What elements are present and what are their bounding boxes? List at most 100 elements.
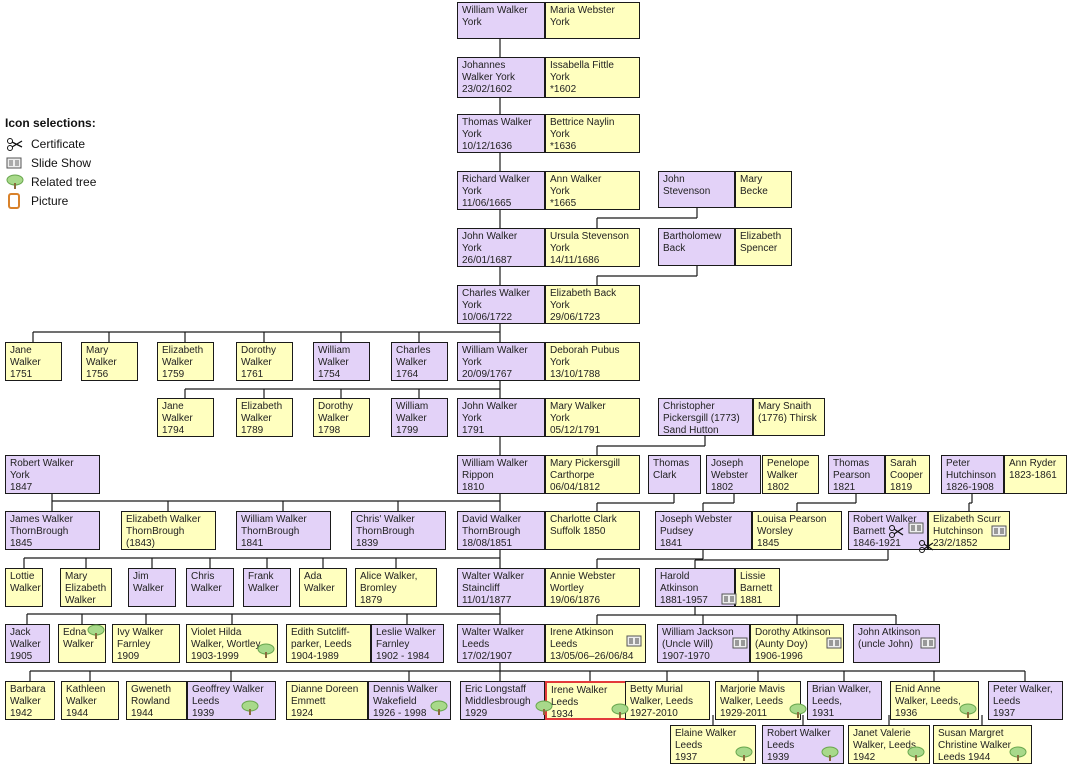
person-box-p63[interactable]: Lissie Barnett 1881 [735,568,780,607]
person-box-p75[interactable]: Barbara Walker 1942 [5,681,55,720]
person-box-p36[interactable]: Thomas Clark [648,455,701,494]
person-box-p76[interactable]: Kathleen Walker 1944 [61,681,119,720]
person-box-p88[interactable]: Elaine Walker Leeds 1937 [670,725,756,764]
person-box-p20[interactable]: Dorothy Walker 1761 [236,342,293,381]
person-box-p46[interactable]: Chris' Walker ThornBrough 1839 [351,511,446,550]
person-box-p19[interactable]: Elizabeth Walker 1759 [157,342,214,381]
person-box-p4[interactable]: Issabella Fittle York *1602 [545,57,640,98]
person-box-p60[interactable]: Walter Walker Staincliff 11/01/1877 [457,568,545,607]
person-box-p79[interactable]: Dianne Doreen Emmett 1924 [286,681,368,720]
person-box-p16[interactable]: Elizabeth Back York 29/06/1723 [545,285,640,324]
person-box-p85[interactable]: Brian Walker, Leeds, 1931 [807,681,882,720]
person-box-p70[interactable]: Walter Walker Leeds 17/02/1907 [457,624,545,663]
person-box-p23[interactable]: William Walker York 20/09/1767 [457,342,545,381]
person-box-p69[interactable]: Leslie Walker Farnley 1902 - 1984 [371,624,444,663]
person-box-p22[interactable]: Charles Walker 1764 [391,342,448,381]
person-box-p28[interactable]: William Walker 1799 [391,398,448,437]
person-box-p24[interactable]: Deborah Pubus York 13/10/1788 [545,342,640,381]
person-box-p11[interactable]: John Walker York 26/01/1687 [457,228,545,267]
person-box-p49[interactable]: Joseph Webster Pudsey 1841 [655,511,752,550]
person-box-p61[interactable]: Annie Webster Wortley 19/06/1876 [545,568,640,607]
person-box-p27[interactable]: Dorothy Walker 1798 [313,398,370,437]
person-box-p51[interactable]: Robert Walker Barnett 1846-1921 [848,511,928,550]
person-box-p56[interactable]: Chris Walker [186,568,234,607]
person-box-p33[interactable]: Robert Walker York 1847 [5,455,100,494]
legend-label: Related tree [31,174,97,189]
person-box-p9[interactable]: John Stevenson [658,171,735,208]
person-box-p52[interactable]: Elizabeth Scurr Hutchinson 23/2/1852 [928,511,1010,550]
person-box-p84[interactable]: Marjorie Mavis Walker, Leeds 1929-2011 [715,681,801,720]
person-box-p30[interactable]: Mary Walker York 05/12/1791 [545,398,640,437]
person-box-p59[interactable]: Alice Walker, Bromley 1879 [355,568,437,607]
person-box-p31[interactable]: Christopher Pickersgill (1773) Sand Hutt… [658,398,753,436]
person-box-p91[interactable]: Susan Margret Christine Walker Leeds 194… [933,725,1032,764]
person-box-p57[interactable]: Frank Walker [243,568,291,607]
person-box-p64[interactable]: Jack Walker 1905 [5,624,50,663]
legend-title: Icon selections: [5,116,96,130]
legend-label: Certificate [31,136,86,151]
person-box-p48[interactable]: Charlotte Clark Suffolk 1850 [545,511,640,550]
person-box-p71[interactable]: Irene Atkinson Leeds 13/05/06–26/06/84 [545,624,646,663]
person-box-p25[interactable]: Jane Walker 1794 [157,398,214,437]
person-box-p58[interactable]: Ada Walker [299,568,347,607]
person-box-p21[interactable]: William Walker 1754 [313,342,370,381]
person-box-p17[interactable]: Jane Walker 1751 [5,342,62,381]
person-box-p80[interactable]: Dennis Walker Wakefield 1926 - 1998 [368,681,451,720]
person-box-p2[interactable]: Maria Webster York [545,2,640,39]
person-box-p7[interactable]: Richard Walker York 11/06/1665 [457,171,545,210]
person-box-p14[interactable]: Elizabeth Spencer [735,228,792,266]
person-box-p54[interactable]: Mary Elizabeth Walker [60,568,112,607]
person-box-p82[interactable]: Irene Walker Leeds 1934 [545,681,637,720]
person-box-p73[interactable]: Dorothy Atkinson (Aunty Doy) 1906-1996 [750,624,844,663]
person-box-p66[interactable]: Ivy Walker Farnley 1909 [112,624,180,663]
person-box-p81[interactable]: Eric Longstaff Middlesbrough 1929 [460,681,545,720]
person-box-p83[interactable]: Betty Murial Walker, Leeds 1927-2010 [625,681,710,720]
legend-item-picture: Picture [5,191,96,210]
person-box-p13[interactable]: Bartholomew Back [658,228,735,266]
person-box-p1[interactable]: William Walker York [457,2,545,39]
person-box-p45[interactable]: William Walker ThornBrough 1841 [236,511,331,550]
person-box-p15[interactable]: Charles Walker York 10/06/1722 [457,285,545,324]
person-box-p89[interactable]: Robert Walker Leeds 1939 [762,725,844,764]
person-box-p42[interactable]: Ann Ryder 1823-1861 [1004,455,1067,494]
person-box-p10[interactable]: Mary Becke [735,171,792,208]
person-box-p34[interactable]: William Walker Rippon 1810 [457,455,545,494]
person-box-p40[interactable]: Sarah Cooper 1819 [885,455,930,494]
person-box-p37[interactable]: Joseph Webster 1802 [706,455,761,494]
person-box-p26[interactable]: Elizabeth Walker 1789 [236,398,293,437]
person-box-p18[interactable]: Mary Walker 1756 [81,342,138,381]
person-box-p62[interactable]: Harold Atkinson 1881-1957 [655,568,735,607]
person-box-p90[interactable]: Janet Valerie Walker, Leeds 1942 [848,725,930,764]
person-box-p77[interactable]: Gweneth Rowland 1944 [126,681,187,720]
person-box-p72[interactable]: William Jackson (Uncle Will) 1907-1970 [657,624,750,663]
person-box-p78[interactable]: Geoffrey Walker Leeds 1939 [187,681,276,720]
person-box-p6[interactable]: Bettrice Naylin York *1636 [545,114,640,153]
person-box-p32[interactable]: Mary Snaith (1776) Thirsk [753,398,825,436]
related-tree-icon [6,174,24,189]
person-box-p5[interactable]: Thomas Walker York 10/12/1636 [457,114,545,153]
person-box-p47[interactable]: David Walker ThornBrough 18/08/1851 [457,511,545,550]
person-box-p39[interactable]: Thomas Pearson 1821 [828,455,885,494]
person-box-p3[interactable]: Johannes Walker York 23/02/1602 [457,57,545,98]
person-box-p8[interactable]: Ann Walker York *1665 [545,171,640,210]
person-box-p38[interactable]: Penelope Walker 1802 [762,455,819,494]
person-box-p12[interactable]: Ursula Stevenson York 14/11/1686 [545,228,640,267]
person-box-p53[interactable]: Lottie Walker [5,568,43,607]
person-box-p87[interactable]: Peter Walker, Leeds 1937 [988,681,1063,720]
person-box-p67[interactable]: Violet Hilda Walker, Wortley 1903-1999 [186,624,278,663]
legend-item-related-tree: Related tree [5,172,96,191]
person-box-p68[interactable]: Edith Sutcliff- parker, Leeds 1904-1989 [286,624,371,663]
person-box-p41[interactable]: Peter Hutchinson 1826-1908 [941,455,1004,494]
person-box-p44[interactable]: Elizabeth Walker ThornBrough (1843) [121,511,216,550]
person-box-p43[interactable]: James Walker ThornBrough 1845 [5,511,100,550]
legend-item-certificate: Certificate [5,134,96,153]
person-box-p29[interactable]: John Walker York 1791 [457,398,545,437]
person-box-p86[interactable]: Enid Anne Walker, Leeds, 1936 [890,681,979,720]
person-box-p65[interactable]: Edna Walker [58,624,106,663]
person-box-p55[interactable]: Jim Walker [128,568,176,607]
legend-label: Slide Show [31,155,92,170]
person-box-p50[interactable]: Louisa Pearson Worsley 1845 [752,511,842,550]
person-box-p74[interactable]: John Atkinson (uncle John) [853,624,940,663]
person-box-p35[interactable]: Mary Pickersgill Carthorpe 06/04/1812 [545,455,640,494]
